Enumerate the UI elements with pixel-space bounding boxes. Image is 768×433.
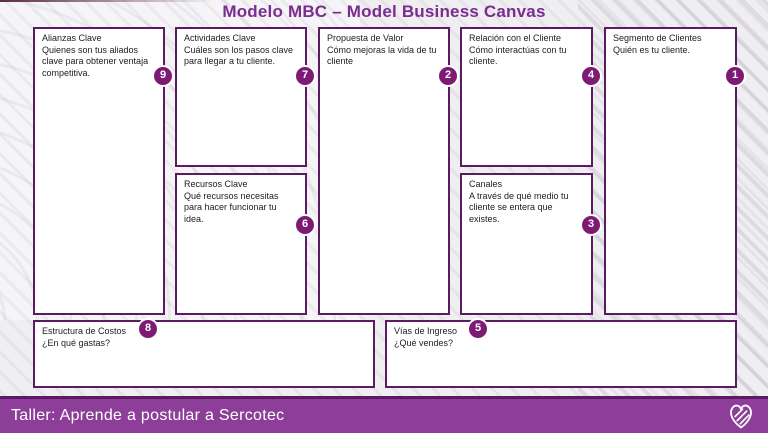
footer-bar: Taller: Aprende a postular a Sercotec: [0, 399, 768, 433]
footer-divider: [0, 396, 768, 399]
number-badge: 4: [580, 65, 602, 87]
canvas-box-relacion-con-el-cliente: Relación con el Cliente Cómo interactúas…: [460, 27, 602, 167]
box-title: Relación con el Cliente: [469, 33, 562, 43]
canvas-box-segmento-de-clientes: Segmento de Clientes Quién es tu cliente…: [604, 27, 746, 315]
footer-title: Taller: Aprende a postular a Sercotec: [11, 407, 285, 424]
canvas-box-actividades-clave: Actividades Clave Cuáles son los pasos c…: [175, 27, 316, 167]
number-badge: 8: [137, 318, 159, 340]
canvas-box-alianzas-clave: Alianzas Clave Quienes son tus aliados c…: [33, 27, 174, 315]
number-badge: 3: [580, 214, 602, 236]
page-title: Modelo MBC – Model Business Canvas: [222, 2, 546, 21]
box-description: ¿Qué vendes?: [394, 337, 454, 348]
canvas-box-propuesta-de-valor: Propuesta de Valor Cómo mejoras la vida …: [318, 27, 459, 315]
box-description: Qué recursos necesitas para hacer funcio…: [184, 190, 279, 224]
box-title: Vías de Ingreso: [394, 326, 458, 336]
box-title: Propuesta de Valor: [327, 33, 404, 43]
number-badge: 6: [294, 214, 316, 236]
box-title: Segmento de Clientes: [613, 33, 702, 43]
box-title: Actividades Clave: [184, 33, 256, 43]
box-description: A través de qué medio tu cliente se ente…: [469, 190, 569, 224]
box-description: Cómo mejoras la vida de tu cliente: [327, 44, 437, 67]
box-title: Recursos Clave: [184, 179, 248, 189]
canvas-box-canales: Canales A través de qué medio tu cliente…: [460, 173, 602, 315]
number-badge: 2: [437, 65, 459, 87]
canvas-box-recursos-clave: Recursos Clave Qué recursos necesitas pa…: [175, 173, 316, 315]
number-badge: 9: [152, 65, 174, 87]
box-description: ¿En qué gastas?: [42, 337, 111, 348]
number-badge: 5: [467, 318, 489, 340]
canvas-box-vias-de-ingreso: Vías de Ingreso ¿Qué vendes? 5: [385, 318, 737, 388]
box-title: Canales: [469, 179, 503, 189]
box-title: Alianzas Clave: [42, 33, 102, 43]
box-description: Quienes son tus aliados clave para obten…: [42, 44, 149, 78]
box-description: Quién es tu cliente.: [613, 44, 691, 55]
number-badge: 7: [294, 65, 316, 87]
box-description: Cuáles son los pasos clave para llegar a…: [184, 44, 294, 67]
box-title: Estructura de Costos: [42, 326, 127, 336]
box-description: Cómo interactúas con tu cliente.: [469, 44, 567, 67]
sercotec-heart-logo-icon: [730, 404, 752, 429]
number-badge: 1: [724, 65, 746, 87]
canvas-box-estructura-de-costos: Estructura de Costos ¿En qué gastas? 8: [33, 318, 375, 388]
